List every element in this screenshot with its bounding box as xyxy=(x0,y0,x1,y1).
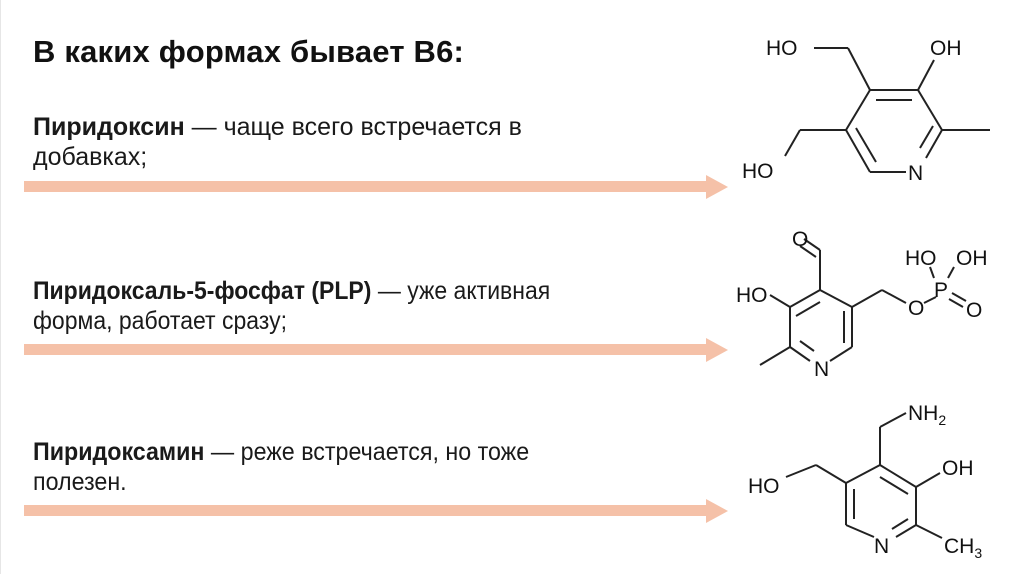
ho-label: HO xyxy=(766,37,798,60)
ho-label: HO xyxy=(736,284,768,307)
ho-label: HO xyxy=(742,160,774,183)
form-description-cont: форма, работает сразу; xyxy=(33,307,287,335)
ch3-label: CH3 xyxy=(944,535,982,561)
form-description: уже активная xyxy=(407,277,551,305)
form-item-pyridoxamine: Пиридоксамин — реже встречается, но тоже… xyxy=(33,437,721,497)
p-label: P xyxy=(934,279,948,302)
o-label: O xyxy=(908,297,924,320)
right-arrow-icon xyxy=(24,338,728,362)
form-description-cont: полезен. xyxy=(33,468,127,496)
oh-label: OH xyxy=(942,457,974,480)
right-arrow-icon xyxy=(24,499,728,523)
form-description: чаще всего встречается в xyxy=(223,113,522,141)
n-label: N xyxy=(874,535,889,558)
pyridoxine-structure-diagram: HO OH HO N xyxy=(730,20,1020,200)
form-item-pyridoxine: Пиридоксин — чаще всего встречается в до… xyxy=(33,112,723,172)
slide-title: В каких формах бывает B6: xyxy=(33,34,465,69)
slide-border xyxy=(0,0,1,574)
n-label: N xyxy=(908,162,923,185)
separator: — xyxy=(184,113,224,141)
plp-structure-diagram: O HO N O P HO OH O xyxy=(720,215,1020,395)
oh-label: OH xyxy=(956,247,988,270)
separator: — xyxy=(204,438,241,466)
form-name: Пиридоксаль-5-фосфат (PLP) xyxy=(33,277,372,305)
n-label: N xyxy=(814,358,829,381)
ho-label: HO xyxy=(905,247,937,270)
pyridoxamine-structure-diagram: NH2 OH HO N CH3 xyxy=(730,395,1020,570)
form-name: Пиридоксин xyxy=(33,113,185,141)
form-item-plp: Пиридоксаль-5-фосфат (PLP) — уже активна… xyxy=(33,276,723,336)
form-name: Пиридоксамин xyxy=(33,438,205,466)
form-description-cont: добавках; xyxy=(33,143,148,171)
nh2-label: NH2 xyxy=(908,402,946,428)
o-label: O xyxy=(966,299,982,322)
separator: — xyxy=(371,277,408,305)
form-description: реже встречается, но тоже xyxy=(240,438,530,466)
oh-label: OH xyxy=(930,37,962,60)
ho-label: HO xyxy=(748,475,780,498)
right-arrow-icon xyxy=(24,175,728,199)
o-label: O xyxy=(792,228,808,251)
